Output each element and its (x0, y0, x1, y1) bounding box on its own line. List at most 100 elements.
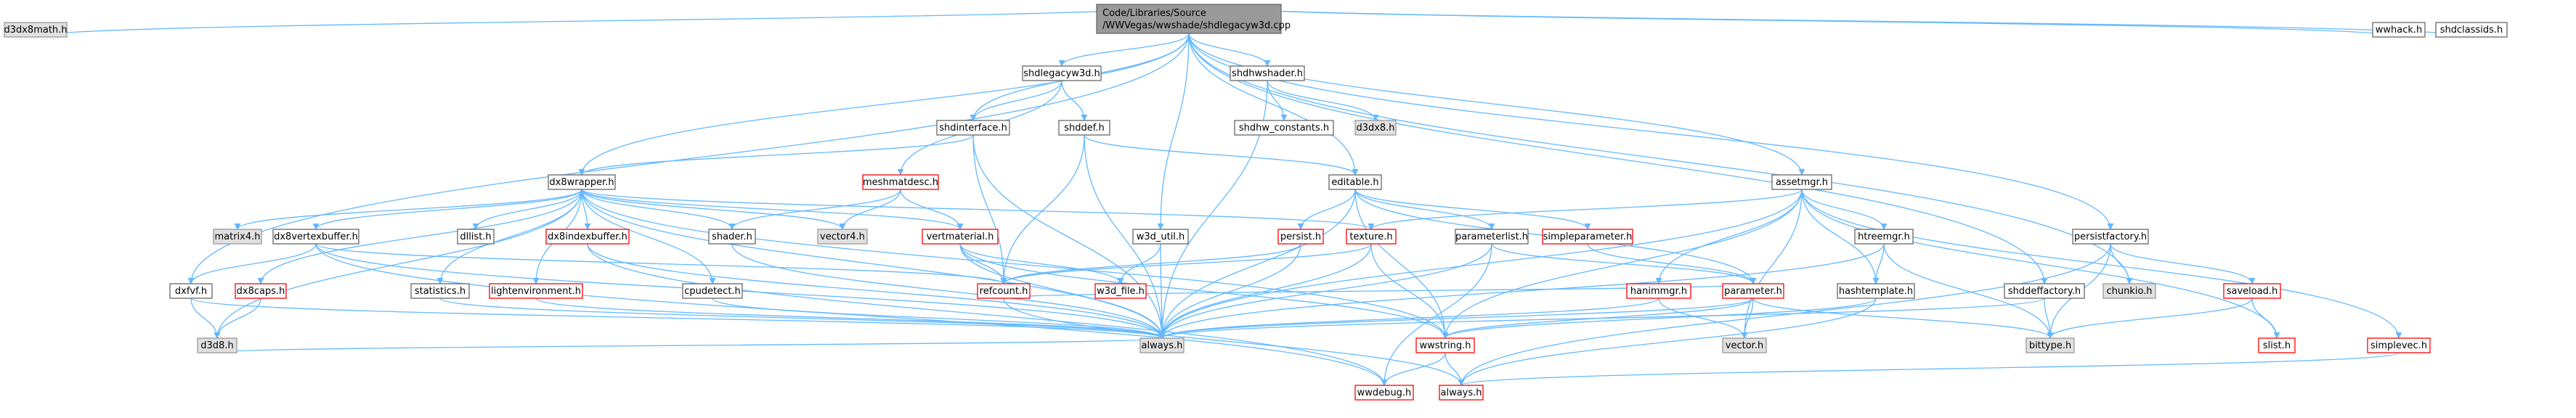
node-d3d8[interactable]: d3d8.h (197, 337, 237, 353)
edge-saveload-to-slist (2251, 298, 2280, 339)
edge-dx8wrapper-to-wwstring (581, 189, 1449, 339)
node-cpudetect[interactable]: cpudetect.h (682, 283, 743, 299)
svg-text:hanimmgr.h: hanimmgr.h (1630, 286, 1687, 297)
edge-shddef-to-editable (1084, 134, 1359, 176)
svg-text:statistics.h: statistics.h (415, 286, 466, 297)
edge-shdhwshader-to-shdhw-constants (1267, 80, 1288, 121)
node-vertmaterial[interactable]: vertmaterial.h (922, 229, 999, 245)
svg-text:refcount.h: refcount.h (980, 286, 1028, 297)
node-dllist[interactable]: dllist.h (457, 229, 495, 245)
edge-root-file-to-dx8wrapper (578, 33, 1190, 176)
edge-dx8indexbuffer-to-wwdebug (587, 243, 1388, 386)
edge-meshmatdesc-to-vertmaterial (900, 189, 964, 230)
edge-htreemgr-to-bittype (1883, 243, 2054, 339)
node-slist[interactable]: slist.h (2258, 337, 2296, 353)
svg-text:saveload.h: saveload.h (2227, 286, 2278, 297)
node-d3dx8[interactable]: d3dx8.h (1354, 120, 1397, 136)
node-bittype[interactable]: bittype.h (2026, 337, 2075, 353)
node-assetmgr[interactable]: assetmgr.h (1771, 174, 1832, 190)
node-dxfvf[interactable]: dxfvf.h (169, 283, 213, 299)
edge-editable-to-always-gray (1158, 189, 1356, 339)
node-saveload[interactable]: saveload.h (2223, 283, 2281, 299)
node-hashtemplate[interactable]: hashtemplate.h (1837, 283, 1915, 299)
svg-text:meshmatdesc.h: meshmatdesc.h (863, 177, 938, 188)
svg-text:shader.h: shader.h (712, 231, 752, 242)
node-shader[interactable]: shader.h (708, 229, 756, 245)
node-refcount[interactable]: refcount.h (977, 283, 1031, 299)
svg-text:shdlegacyw3d.h: shdlegacyw3d.h (1023, 68, 1100, 79)
node-shdclassids[interactable]: shdclassids.h (2435, 22, 2508, 38)
edge-dx8wrapper-to-matrix4 (234, 189, 582, 230)
node-dx8wrapper[interactable]: dx8wrapper.h (548, 174, 616, 190)
edge-persist-to-refcount (1000, 243, 1301, 284)
edge-dx8vertexbuffer-to-wwdebug (315, 243, 1388, 386)
node-meshmatdesc[interactable]: meshmatdesc.h (862, 174, 939, 190)
svg-text:dx8caps.h: dx8caps.h (237, 286, 285, 297)
node-parameterlist[interactable]: parameterlist.h (1455, 229, 1529, 245)
edge-assetmgr-to-hashtemplate (1801, 189, 1880, 284)
node-shdhw-constants[interactable]: shdhw_constants.h (1234, 120, 1334, 136)
node-wwhack[interactable]: wwhack.h (2372, 22, 2426, 38)
root-file-path-line1: Code/Libraries/Source (1102, 8, 1206, 19)
node-statistics[interactable]: statistics.h (410, 283, 470, 299)
node-wwstring[interactable]: wwstring.h (1415, 337, 1475, 353)
edge-assetmgr-to-htreemgr (1801, 189, 1888, 230)
edge-persistfactory-to-saveload (2110, 243, 2256, 284)
node-shddeffactory[interactable]: shddeffactory.h (2004, 283, 2085, 299)
node-persistfactory[interactable]: persistfactory.h (2072, 229, 2149, 245)
node-dx8vertexbuffer[interactable]: dx8vertexbuffer.h (272, 229, 359, 245)
edge-dx8indexbuffer-to-always-gray (587, 243, 1166, 339)
node-w3d-util[interactable]: w3d_util.h (1132, 229, 1189, 245)
edge-lightenvironment-to-always-gray (535, 298, 1166, 339)
edge-parameter-to-bittype (1752, 298, 2054, 339)
edge-dx8vertexbuffer-to-refcount (315, 243, 1007, 284)
node-dx8caps[interactable]: dx8caps.h (235, 283, 287, 299)
edge-root-file-to-shdlegacyw3d-h (1058, 33, 1190, 67)
node-texture[interactable]: texture.h (1346, 229, 1397, 245)
svg-text:shddef.h: shddef.h (1064, 123, 1105, 134)
node-vector[interactable]: vector.h (1722, 337, 1767, 353)
edges-layer (33, 4, 2474, 386)
edge-parameterlist-to-always-gray (1158, 243, 1492, 339)
edge-root-file-to-assetmgr (1188, 33, 1805, 176)
node-parameter[interactable]: parameter.h (1722, 283, 1784, 299)
edge-assetmgr-to-vector (1741, 189, 1803, 339)
edge-texture-to-always-gray (1158, 243, 1372, 339)
node-htreemgr[interactable]: htreemgr.h (1854, 229, 1914, 245)
node-lightenvironment[interactable]: lightenvironment.h (489, 283, 583, 299)
node-shdlegacyw3d-h[interactable]: shdlegacyw3d.h (1022, 65, 1102, 81)
edge-parameterlist-to-wwdebug (1381, 243, 1492, 386)
node-simplevec[interactable]: simplevec.h (2367, 337, 2431, 353)
node-w3d-file[interactable]: w3d_file.h (1094, 283, 1147, 299)
node-chunkio[interactable]: chunkio.h (2102, 283, 2156, 299)
node-shdinterface[interactable]: shdinterface.h (936, 120, 1010, 136)
node-simpleparameter[interactable]: simpleparameter.h (1542, 229, 1633, 245)
node-matrix4[interactable]: matrix4.h (213, 229, 262, 245)
edge-shdinterface-to-dx8wrapper (578, 134, 974, 176)
svg-text:shdinterface.h: shdinterface.h (939, 123, 1007, 134)
node-dx8indexbuffer[interactable]: dx8indexbuffer.h (545, 229, 630, 245)
edge-dx8caps-to-d3d8 (214, 298, 261, 339)
edge-shdhwshader-to-d3dx8 (1267, 80, 1379, 121)
edge-statistics-to-always-gray (439, 298, 1166, 339)
node-hanimmgr[interactable]: hanimmgr.h (1626, 283, 1691, 299)
node-editable[interactable]: editable.h (1328, 174, 1382, 190)
edge-shdlegacyw3d-h-to-shdinterface (970, 80, 1063, 121)
node-root-file[interactable]: Code/Libraries/Source /WWVegas/wwshade/s… (1096, 4, 1291, 34)
node-wwdebug[interactable]: wwdebug.h (1354, 385, 1414, 401)
node-vector4[interactable]: vector4.h (817, 229, 868, 245)
svg-text:shdhwshader.h: shdhwshader.h (1232, 68, 1303, 79)
svg-text:persistfactory.h: persistfactory.h (2074, 231, 2147, 242)
node-shddef[interactable]: shddef.h (1058, 120, 1110, 136)
node-always-gray[interactable]: always.h (1139, 337, 1185, 353)
node-shdhwshader[interactable]: shdhwshader.h (1230, 65, 1305, 81)
edge-dx8wrapper-to-vertmaterial (581, 189, 964, 230)
node-d3dx8math[interactable]: d3dx8math.h (4, 22, 68, 38)
node-always-red[interactable]: always.h (1439, 385, 1484, 401)
svg-text:parameter.h: parameter.h (1724, 286, 1782, 297)
svg-text:dx8wrapper.h: dx8wrapper.h (549, 177, 614, 188)
edge-assetmgr-to-always-gray (1158, 189, 1803, 339)
node-persist[interactable]: persist.h (1277, 229, 1324, 245)
svg-text:shdclassids.h: shdclassids.h (2440, 25, 2503, 36)
svg-text:always.h: always.h (1440, 388, 1482, 398)
